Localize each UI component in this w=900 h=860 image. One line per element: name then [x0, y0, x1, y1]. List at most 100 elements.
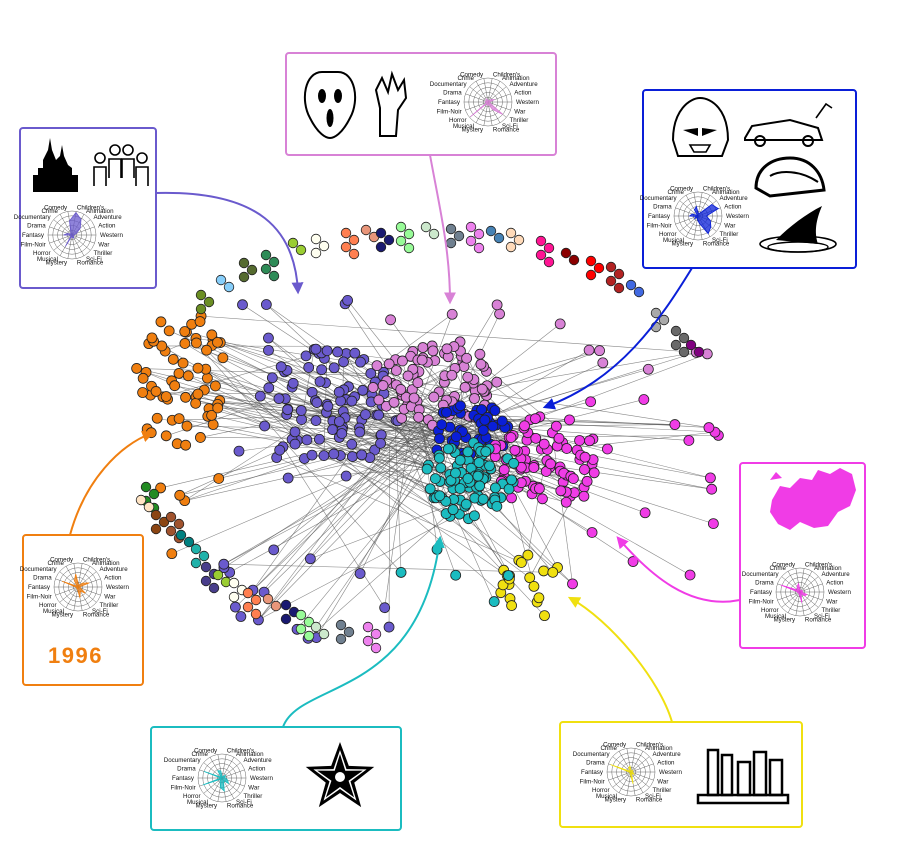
- radar-profile-shape: [202, 770, 230, 792]
- network-node: [586, 527, 598, 538]
- small-component-node: [670, 325, 682, 337]
- network-node: [528, 581, 540, 592]
- network-node: [365, 368, 377, 379]
- small-component-node: [445, 237, 457, 249]
- small-component-node: [140, 481, 152, 493]
- community-panel-decade: Children'sAnimationAdventureActionWester…: [20, 534, 144, 686]
- network-node: [289, 426, 301, 438]
- star-award-icon: [305, 742, 375, 808]
- network-node: [567, 473, 579, 485]
- small-component-node: [343, 626, 355, 638]
- network-node: [494, 308, 505, 320]
- genre-radar-chart: Children'sAnimationAdventureActionWester…: [640, 185, 750, 247]
- network-node: [182, 370, 194, 382]
- radar-genre-label: Children's: [636, 741, 663, 748]
- genre-radar-chart: Children'sAnimationAdventureActionWester…: [164, 747, 274, 809]
- radar-genre-label: Horror: [183, 793, 201, 800]
- network-node: [166, 548, 178, 560]
- small-component-node: [420, 221, 432, 233]
- network-node: [336, 428, 348, 439]
- small-component-node: [513, 234, 525, 246]
- network-node: [455, 400, 466, 412]
- genre-radar-chart: Children'sAnimationAdventureActionWester…: [430, 71, 540, 133]
- network-node: [349, 347, 361, 359]
- small-component-node: [348, 234, 360, 246]
- radar-genre-label: Animation: [86, 208, 114, 215]
- network-node: [627, 556, 639, 567]
- radar-genre-label: Action: [826, 579, 844, 586]
- radar-genre-label: Action: [724, 203, 742, 210]
- network-node: [539, 610, 550, 622]
- network-edge: [423, 443, 495, 602]
- radar-genre-label: Western: [250, 775, 273, 782]
- radar-genre-label: Mystery: [51, 612, 74, 619]
- small-component-node: [295, 244, 307, 256]
- small-component-node: [287, 237, 299, 249]
- network-node: [201, 372, 213, 384]
- network-node: [550, 420, 562, 432]
- network-node: [642, 363, 654, 375]
- radar-genre-label: Drama: [443, 89, 462, 96]
- community-panel-blockbuster: Children'sAnimationAdventureActionWester…: [640, 89, 857, 269]
- radar-genre-label: Comedy: [772, 561, 796, 568]
- radar-genre-label: Crime: [42, 208, 59, 215]
- network-node: [469, 393, 480, 404]
- radar-genre-label: War: [826, 599, 837, 606]
- network-node: [538, 565, 550, 577]
- radar-profile-shape: [470, 97, 503, 117]
- network-node: [201, 344, 212, 356]
- network-node: [333, 416, 345, 427]
- network-node: [424, 483, 436, 495]
- radar-genre-label: War: [514, 109, 525, 116]
- radar-genre-label: Fantasy: [750, 589, 773, 596]
- radar-genre-label: Western: [659, 769, 682, 776]
- network-node: [322, 400, 334, 412]
- network-node: [268, 544, 280, 556]
- network-node: [316, 364, 327, 376]
- network-node: [310, 415, 322, 427]
- small-component-node: [268, 256, 280, 268]
- network-node: [177, 357, 189, 369]
- network-node: [490, 482, 501, 494]
- network-node: [266, 372, 278, 384]
- network-node: [383, 358, 395, 370]
- radar-genre-label: Sci-Fi: [814, 613, 830, 620]
- radar-genre-label: Musical: [37, 256, 58, 263]
- network-edge: [252, 414, 379, 591]
- network-node: [597, 357, 609, 369]
- network-edge: [403, 433, 456, 576]
- radar-genre-label: Comedy: [194, 747, 218, 754]
- small-component-node: [165, 525, 177, 537]
- small-component-node: [650, 307, 662, 319]
- small-component-node: [135, 494, 147, 506]
- small-component-node: [150, 509, 162, 521]
- zombie-hand-icon: [374, 70, 408, 137]
- network-node: [388, 397, 400, 408]
- small-component-node: [605, 261, 617, 273]
- europe-map-icon: [770, 468, 856, 530]
- small-component-node: [260, 263, 272, 275]
- network-edge: [188, 375, 466, 507]
- network-node: [310, 343, 322, 355]
- small-component-node: [175, 529, 187, 541]
- network-node: [585, 396, 597, 408]
- network-node: [480, 446, 492, 458]
- network-node: [194, 316, 206, 327]
- radar-genre-label: Horror: [39, 602, 57, 609]
- network-node: [498, 464, 510, 476]
- small-component-node: [370, 628, 382, 640]
- small-component-node: [633, 286, 645, 298]
- small-component-node: [560, 247, 572, 259]
- network-node: [397, 355, 408, 367]
- radar-genre-label: Adventure: [93, 214, 122, 221]
- network-node: [530, 432, 542, 444]
- network-node: [434, 490, 446, 502]
- network-node: [638, 394, 650, 405]
- radar-genre-label: Romance: [83, 612, 110, 619]
- network-node: [360, 409, 371, 420]
- radar-genre-label: Thriller: [509, 117, 528, 124]
- network-node: [383, 621, 395, 633]
- small-component-node: [262, 593, 274, 605]
- small-component-node: [165, 511, 177, 523]
- callout-arrow-blockbuster: [542, 267, 693, 410]
